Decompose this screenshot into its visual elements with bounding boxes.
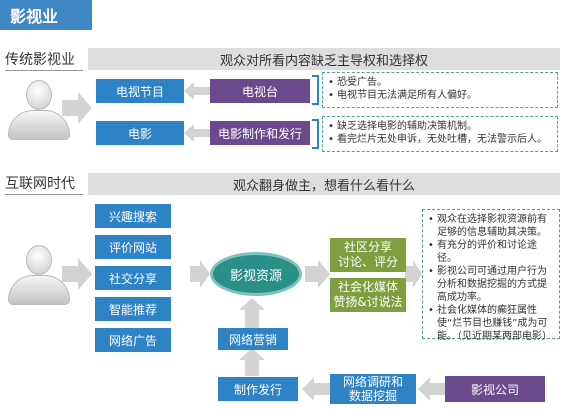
note-item: 看完烂片无处申诉，无处吐槽，无法警示后人。 — [328, 133, 552, 146]
section-divider — [5, 70, 83, 71]
note-item: 有充分的评价和讨论途径。 — [428, 239, 554, 265]
arrow-green-notes — [405, 260, 422, 288]
box-community-share: 社区分享 讨论、评分 — [330, 238, 406, 272]
box-movie: 电影 — [96, 121, 184, 145]
feature-smart-recommend: 智能推荐 — [95, 297, 171, 321]
box-film-company: 影视公司 — [445, 376, 545, 402]
section-label-traditional: 传统影视业 — [5, 52, 75, 68]
feature-search: 兴趣搜索 — [95, 204, 171, 228]
bracket-movie — [312, 119, 319, 149]
box-movie-production: 电影制作和发行 — [210, 121, 310, 145]
box-social-media: 社会化媒体 赞扬&讨说法 — [330, 278, 406, 312]
arrow-features — [190, 260, 210, 288]
user-icon — [8, 80, 70, 140]
box-production-release: 制作发行 — [218, 377, 298, 401]
arrow-movie — [184, 124, 210, 142]
arrow-marketing-up — [239, 298, 265, 328]
bracket-tv — [312, 75, 319, 105]
arrow-person-1 — [62, 92, 92, 124]
feature-online-ads: 网络广告 — [95, 328, 171, 352]
section-divider — [5, 194, 83, 195]
arrow-research-production — [302, 377, 330, 401]
page-title: 影视业 — [0, 0, 92, 30]
note-item: 社会化媒体的癫狂属性使“烂节目也赚钱”成为可能。（见近期某两部电影） — [428, 304, 554, 343]
user-icon — [8, 245, 70, 305]
note-movie: 缺乏选择电影的辅助决策机制。 看完烂片无处申诉，无处吐槽，无法警示后人。 — [322, 116, 558, 152]
feature-review-site: 评价网站 — [95, 235, 171, 259]
arrow-tv — [184, 82, 210, 100]
box-research-mining: 网络调研和 数据挖掘 — [330, 374, 416, 404]
box-tv-program: 电视节目 — [96, 79, 184, 103]
section-label-internet: 互联网时代 — [5, 176, 75, 192]
center-media-resources: 影视资源 — [210, 252, 302, 296]
box-online-marketing: 网络营销 — [218, 328, 288, 350]
note-item: 恐受广告。 — [328, 76, 552, 89]
box-tv-station: 电视台 — [210, 79, 310, 103]
note-item: 观众在选择影视资源前有足够的信息辅助其决策。 — [428, 213, 554, 239]
note-item: 电视节目无法满足所有人偏好。 — [328, 89, 552, 102]
note-item: 缺乏选择电影的辅助决策机制。 — [328, 120, 552, 133]
arrow-production-up — [239, 348, 265, 376]
note-tv: 恐受广告。 电视节目无法满足所有人偏好。 — [322, 72, 558, 108]
banner-internet: 观众翻身做主，想看什么看什么 — [88, 173, 560, 195]
note-internet: 观众在选择影视资源前有足够的信息辅助其决策。 有充分的评价和讨论途径。 影视公司… — [422, 209, 560, 342]
arrow-center-green — [305, 260, 330, 288]
arrow-company-research — [418, 377, 445, 401]
note-item: 影视公司可通过用户行为分析和数据挖掘的方式提高成功率。 — [428, 265, 554, 304]
arrow-person-2 — [62, 258, 92, 290]
banner-traditional: 观众对所看内容缺乏主导权和选择权 — [88, 48, 560, 70]
feature-social-share: 社交分享 — [95, 266, 171, 290]
